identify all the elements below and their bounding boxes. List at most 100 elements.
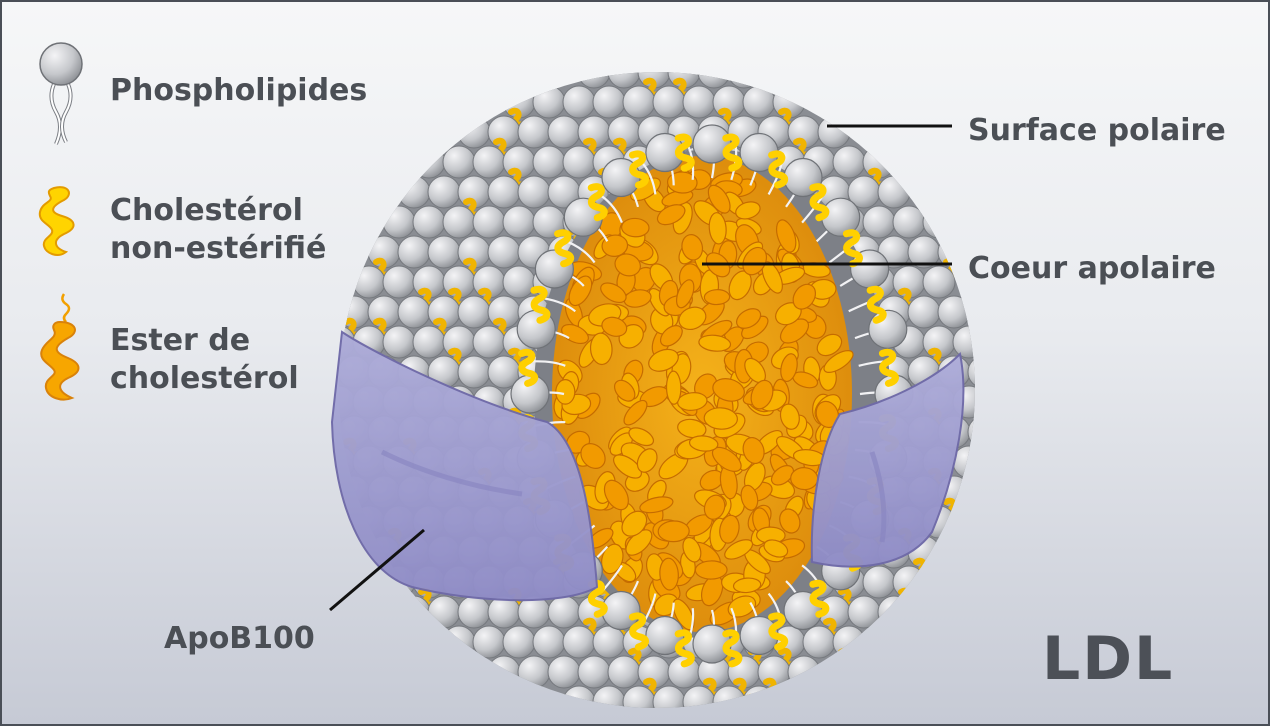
cholesterol-ester-molecule	[704, 289, 730, 305]
phospholipid-head	[503, 266, 535, 298]
legend-ester-line2: cholestérol	[110, 360, 299, 398]
phospholipid-head	[968, 416, 1000, 448]
phospholipid-head	[428, 236, 460, 268]
phospholipid-head	[923, 206, 955, 238]
phospholipid-head	[398, 236, 430, 268]
label-surface-polaire: Surface polaire	[968, 112, 1226, 150]
phospholipid-head	[743, 686, 775, 718]
phospholipid-head	[458, 296, 490, 328]
legend-cholesterol-line2: non-estérifié	[110, 230, 326, 268]
cholesterol-ester-molecule	[556, 380, 575, 405]
phospholipid-head	[713, 686, 745, 718]
legend-cholesterol-line1: Cholestérol	[110, 192, 326, 230]
phospholipid-head	[803, 626, 835, 658]
cholesterol-molecule	[901, 591, 913, 605]
phospholipid-head	[908, 296, 940, 328]
phospholipid-head	[833, 146, 865, 178]
phospholipid-head	[878, 176, 910, 208]
phospholipid-head	[608, 56, 640, 88]
legend-cholesterol: Cholestérol non-estérifié	[110, 192, 326, 267]
phospholipid-head	[653, 686, 685, 718]
phospholipid-head	[623, 686, 655, 718]
phospholipid-head	[848, 596, 880, 628]
cholesterol-molecule	[841, 651, 853, 665]
phospholipid-head	[473, 326, 505, 358]
phospholipid-head	[473, 146, 505, 178]
phospholipid-head	[683, 686, 715, 718]
phospholipid-head	[593, 86, 625, 118]
phospholipid-head	[893, 206, 925, 238]
phospholipid-head	[578, 656, 610, 688]
phospholipid-head	[878, 596, 910, 628]
phospholipid-head	[563, 626, 595, 658]
cholesterol-ester-molecule	[666, 371, 681, 404]
cholesterol-icon	[40, 187, 74, 255]
phospholipid-head	[443, 146, 475, 178]
phospholipid-head	[488, 656, 520, 688]
phospholipid-head	[518, 116, 550, 148]
phospholipid-head	[698, 56, 730, 88]
phospholipid-head	[503, 206, 535, 238]
phospholipid-head	[503, 626, 535, 658]
phospholipid-head	[413, 146, 445, 178]
phospholipid-head	[353, 266, 385, 298]
legend-phospholipides-text: Phospholipides	[110, 73, 367, 108]
phospholipid-head	[443, 626, 475, 658]
phospholipid-head	[533, 626, 565, 658]
phospholipid-head	[608, 656, 640, 688]
phospholipid-head	[923, 266, 955, 298]
phospholipid-head	[428, 176, 460, 208]
phospholipid-head	[398, 296, 430, 328]
phospholipid-head	[413, 326, 445, 358]
phospholipid-head	[593, 686, 625, 718]
phospholipid-head	[533, 86, 565, 118]
legend-phospholipides: Phospholipides	[110, 72, 367, 110]
cholesterol-molecule	[496, 681, 508, 695]
phospholipid-head	[968, 356, 1000, 388]
cholesterol-molecule	[571, 711, 583, 724]
phospholipid-head	[548, 656, 580, 688]
legend-ester-line1: Ester de	[110, 322, 299, 360]
phospholipid-head	[548, 596, 580, 628]
cholesterol-ester-molecule	[695, 561, 727, 580]
phospholipid-head	[869, 310, 907, 348]
phospholipid-head	[563, 686, 595, 718]
label-apob100: ApoB100	[164, 620, 315, 658]
phospholipid-head	[458, 116, 490, 148]
legend-ester: Ester de cholestérol	[110, 322, 299, 397]
phospholipid-head	[938, 296, 970, 328]
phospholipid-head	[623, 86, 655, 118]
phospholipid-head	[784, 159, 822, 197]
phospholipid-head	[953, 326, 985, 358]
phospholipid-head	[413, 206, 445, 238]
phospholipid-head	[653, 86, 685, 118]
cholesterol-molecule	[451, 651, 463, 665]
cholesterol-molecule	[976, 441, 988, 455]
phospholipid-head	[458, 596, 490, 628]
phospholipid-head	[533, 146, 565, 178]
phospholipid-head	[833, 626, 865, 658]
phospholipid-head	[893, 566, 925, 598]
phospholipid-head	[818, 116, 850, 148]
phospholipid-head	[383, 326, 415, 358]
phospholipid-head	[458, 356, 490, 388]
diagram-title: LDL	[1042, 622, 1174, 697]
phospholipid-head	[563, 146, 595, 178]
phospholipid-head	[398, 596, 430, 628]
phospholipid-head	[578, 56, 610, 88]
label-coeur-apolaire: Coeur apolaire	[968, 250, 1216, 288]
phospholipid-head	[383, 266, 415, 298]
phospholipid-head	[473, 206, 505, 238]
cholesterol-molecule	[631, 711, 643, 724]
phospholipid-head	[728, 56, 760, 88]
phospholipid-head	[548, 116, 580, 148]
phospholipid-head	[518, 656, 550, 688]
phospholipid-head	[443, 206, 475, 238]
phospholipid-head	[863, 566, 895, 598]
phospholipid-head	[863, 206, 895, 238]
phospholipid-head	[488, 176, 520, 208]
phospholipid-head	[683, 86, 715, 118]
phospholipid-head	[473, 626, 505, 658]
phospholipid-head	[593, 626, 625, 658]
